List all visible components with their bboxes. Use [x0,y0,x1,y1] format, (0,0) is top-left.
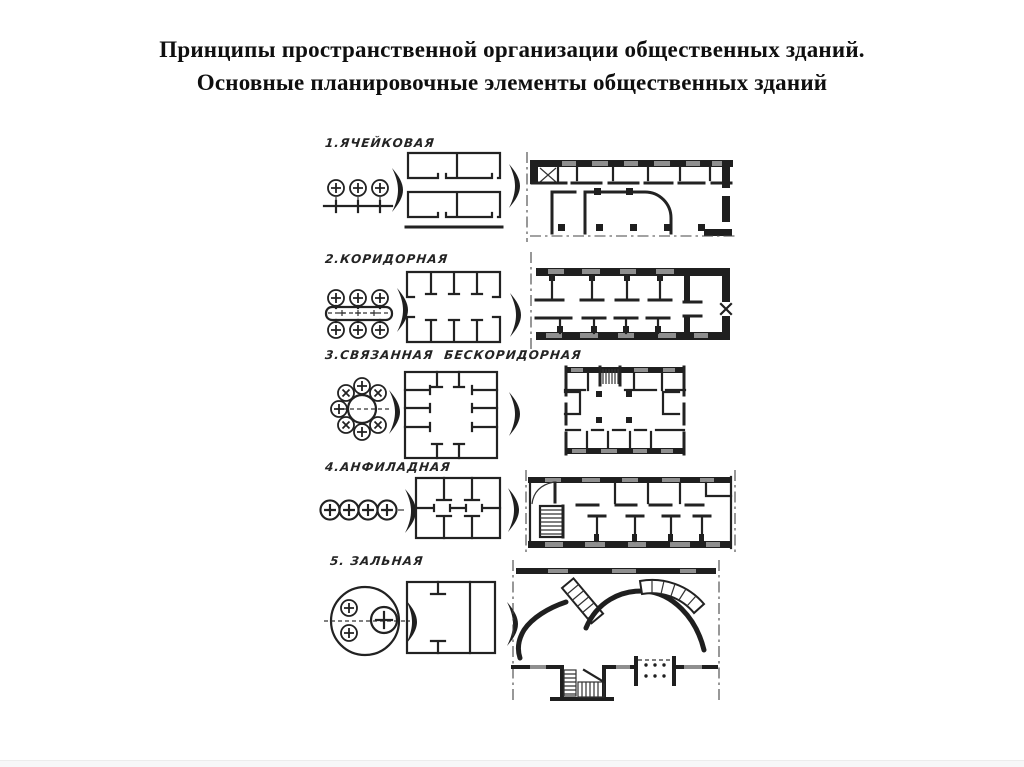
hall-scheme-icon [324,585,410,657]
cellular-simple-plan [404,151,504,229]
transform-arrow-icon [389,390,400,434]
linked-scheme-icon [330,377,390,441]
viewer-bottom-bar [0,760,1024,767]
enfilade-scheme-icon [319,499,404,521]
transform-arrow-icon [510,293,521,337]
corridor-simple-plan [405,270,502,344]
transform-arrow-icon [392,168,403,212]
row-linked-corridorless [330,365,687,460]
title-line-1: Принципы пространственной организации об… [159,37,865,62]
corridor-scheme-icon [324,289,394,339]
linked-floor-plan [563,365,687,456]
slide-title: Принципы пространственной организации об… [0,33,1024,99]
linked-simple-plan [403,370,499,460]
transform-arrow-icon [405,489,416,533]
row-cellular [322,151,738,242]
cellular-scheme-icon [322,179,394,214]
hall-simple-plan [405,580,497,655]
cellular-floor-plan [526,152,738,242]
transform-arrow-icon [509,392,520,436]
row-enfilade [319,470,736,556]
transform-arrow-icon [509,164,520,208]
enfilade-floor-plan [525,470,736,556]
title-line-2: Основные планировочные элементы обществе… [196,70,828,95]
transform-arrow-icon [508,488,519,532]
corridor-floor-plan [530,252,733,356]
row-corridor [324,252,733,356]
enfilade-simple-plan [414,476,502,540]
hall-floor-plan [511,560,720,702]
row-hall [324,560,720,702]
